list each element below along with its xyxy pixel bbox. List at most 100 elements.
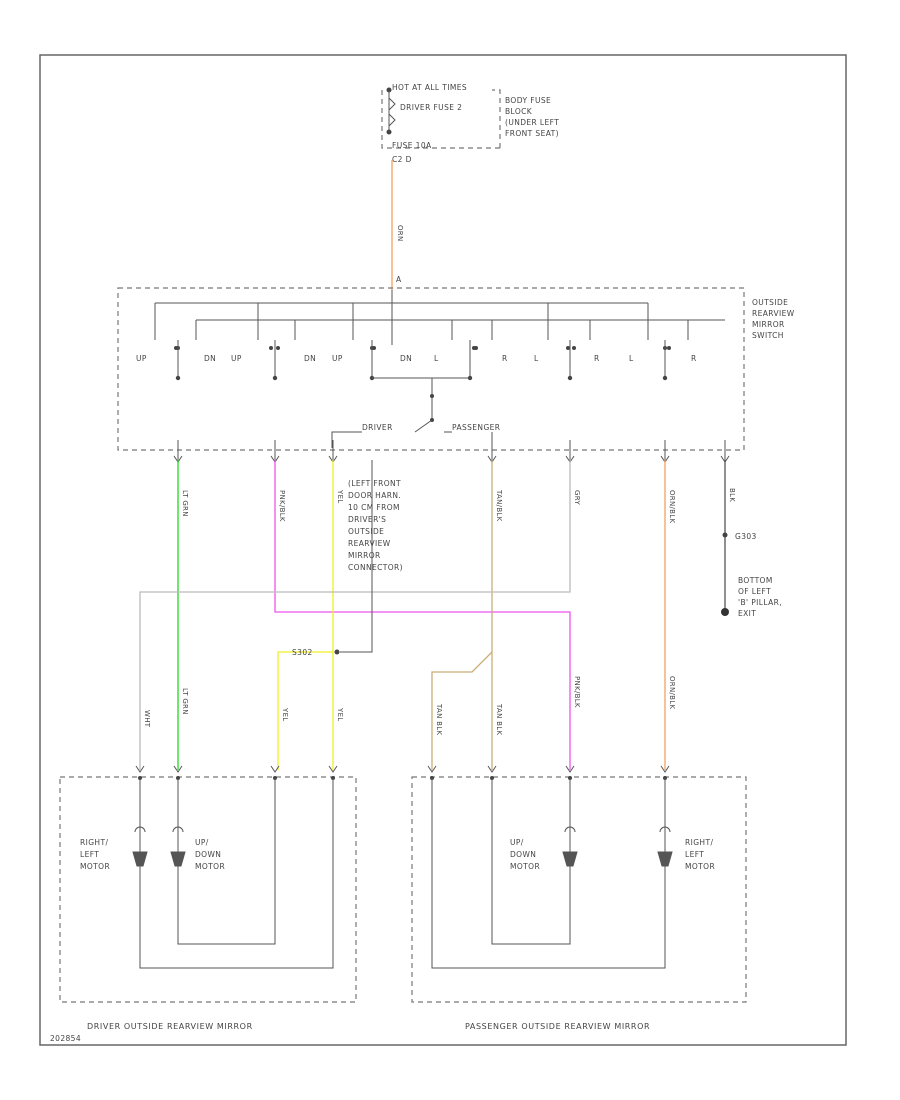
- diagram-frame: [39, 54, 847, 1046]
- switch-contact-5: UP: [332, 354, 343, 363]
- driver-mirror: RIGHT/ LEFT MOTOR UP/ DOWN MOTOR DRIVER …: [59, 765, 357, 1031]
- label-orn-blk: ORN/BLK: [668, 490, 676, 523]
- label-tan-blk: TAN/BLK: [495, 489, 503, 522]
- pnk-blk-wire: [274, 460, 571, 770]
- label-pass-pnk: PNK/BLK: [573, 676, 581, 708]
- wires: S302 LT GRN PNK/BLK YEL TAN/BLK GRY ORN/…: [139, 460, 736, 770]
- gry-wire: [139, 460, 571, 770]
- switch-title-4: SWITCH: [752, 331, 784, 340]
- drv-pins-1: [135, 765, 145, 773]
- label-drv-yel1: YEL: [281, 707, 289, 722]
- pass-pins-3: [565, 765, 575, 773]
- selector-passenger: PASSENGER: [452, 423, 500, 432]
- svg-text:MOTOR: MOTOR: [195, 862, 225, 871]
- yel-wire-branch: [277, 651, 333, 770]
- drv-pins-4: [328, 765, 338, 773]
- switch-contact-2: DN: [204, 354, 216, 363]
- motor-icon-pass-motors-1: [562, 851, 578, 867]
- svg-text:DOWN: DOWN: [510, 850, 536, 859]
- harness-note: (LEFT FRONT DOOR HARN. 10 CM FROM DRIVER…: [348, 479, 403, 572]
- label-lt-grn: LT GRN: [181, 490, 189, 517]
- svg-text:LEFT: LEFT: [685, 850, 704, 859]
- switch-contact-1: UP: [136, 354, 147, 363]
- svg-text:MOTOR: MOTOR: [80, 862, 110, 871]
- fuse-rating: FUSE 10A: [392, 141, 432, 150]
- switch-contact-10: R: [594, 354, 600, 363]
- svg-text:BOTTOM: BOTTOM: [738, 576, 773, 585]
- fuse-header: HOT AT ALL TIMES: [392, 83, 467, 92]
- fuse-pins: C2 D: [392, 155, 412, 164]
- switch-contact-3: UP: [231, 354, 242, 363]
- mirror-switch: OUTSIDE REARVIEW MIRROR SWITCH UP DN UP DN U…: [117, 287, 795, 451]
- svg-text:'B' PILLAR,: 'B' PILLAR,: [738, 598, 782, 607]
- fuse-name: DRIVER FUSE 2: [400, 103, 462, 112]
- splice-label: S302: [292, 648, 313, 657]
- splice-link: [340, 460, 373, 653]
- label-drv-wht: WHT: [143, 710, 151, 728]
- label-pass-orn: ORN/BLK: [668, 676, 676, 709]
- passenger-mirror: UP/ DOWN MOTOR RIGHT/ LEFT MOTOR PASSENG…: [411, 765, 747, 1031]
- splice-dot: [334, 649, 340, 655]
- svg-text:10 CM FROM: 10 CM FROM: [348, 503, 400, 512]
- feed-wire-label: ORN: [396, 225, 404, 242]
- svg-text:DOOR HARN.: DOOR HARN.: [348, 491, 401, 500]
- switch-contact-11: L: [629, 354, 634, 363]
- svg-text:MOTOR: MOTOR: [685, 862, 715, 871]
- label-yel: YEL: [336, 489, 344, 504]
- switch-title-2: REARVIEW: [752, 309, 795, 318]
- label-pass-tan1: TAN BLK: [435, 703, 443, 735]
- label-gry: GRY: [573, 490, 581, 505]
- svg-text:MIRROR: MIRROR: [348, 551, 381, 560]
- svg-text:REARVIEW: REARVIEW: [348, 539, 391, 548]
- tan-wire-branch: [431, 651, 493, 770]
- fuse-location-3: (UNDER LEFT: [505, 118, 559, 127]
- svg-text:DRIVER'S: DRIVER'S: [348, 515, 386, 524]
- ground-g303: G303 BOTTOM OF LEFT 'B' PILLAR, EXIT: [721, 532, 782, 618]
- fuse-location-4: FRONT SEAT): [505, 129, 559, 138]
- svg-text:UP/: UP/: [195, 838, 209, 847]
- svg-text:OF LEFT: OF LEFT: [738, 587, 771, 596]
- pass-pins-1: [427, 765, 437, 773]
- switch-contact-12: R: [691, 354, 697, 363]
- svg-text:RIGHT/: RIGHT/: [685, 838, 713, 847]
- fuse-block: HOT AT ALL TIMES DRIVER FUSE 2 FUSE 10A …: [381, 83, 559, 164]
- switch-contact-7: L: [434, 354, 439, 363]
- svg-text:CONNECTOR): CONNECTOR): [348, 563, 403, 572]
- motor-icon-pass-motors-2: [657, 851, 673, 867]
- motor-icon-drv-motors-2: [170, 851, 186, 867]
- pass-pins-2: [487, 765, 497, 773]
- label-drv-yel2: YEL: [336, 707, 344, 722]
- svg-text:MOTOR: MOTOR: [510, 862, 540, 871]
- svg-text:DOWN: DOWN: [195, 850, 221, 859]
- switch-contact-4: DN: [304, 354, 316, 363]
- switch-title-3: MIRROR: [752, 320, 785, 329]
- label-pnk-blk: PNK/BLK: [278, 490, 286, 522]
- ground-id: G303: [735, 532, 757, 541]
- label-drv-ltgrn: LT GRN: [181, 688, 189, 715]
- label-pass-tan2: TAN BLK: [495, 703, 503, 735]
- switch-title-1: OUTSIDE: [752, 298, 788, 307]
- motor-icon-drv-motors-1: [132, 851, 148, 867]
- svg-text:UP/: UP/: [510, 838, 524, 847]
- drv-pins-3: [270, 765, 280, 773]
- svg-text:RIGHT/: RIGHT/: [80, 838, 108, 847]
- switch-pin-top: A: [396, 275, 402, 284]
- switch-contact-9: L: [534, 354, 539, 363]
- fuse-location-1: BODY FUSE: [505, 96, 551, 105]
- svg-text:(LEFT FRONT: (LEFT FRONT: [348, 479, 401, 488]
- diagram-id: 202854: [50, 1034, 81, 1043]
- selector-driver: DRIVER: [362, 423, 393, 432]
- drv-pins-2: [173, 765, 183, 773]
- switch-contact-8: R: [502, 354, 508, 363]
- label-blk: BLK: [728, 488, 736, 502]
- driver-mirror-caption: DRIVER OUTSIDE REARVIEW MIRROR: [87, 1022, 253, 1031]
- svg-text:OUTSIDE: OUTSIDE: [348, 527, 384, 536]
- svg-text:EXIT: EXIT: [738, 609, 756, 618]
- svg-text:LEFT: LEFT: [80, 850, 99, 859]
- switch-contact-6: DN: [400, 354, 412, 363]
- passenger-mirror-caption: PASSENGER OUTSIDE REARVIEW MIRROR: [465, 1022, 650, 1031]
- pass-pins-4: [660, 765, 670, 773]
- fuse-location-2: BLOCK: [505, 107, 533, 116]
- ground-icon: [721, 608, 729, 616]
